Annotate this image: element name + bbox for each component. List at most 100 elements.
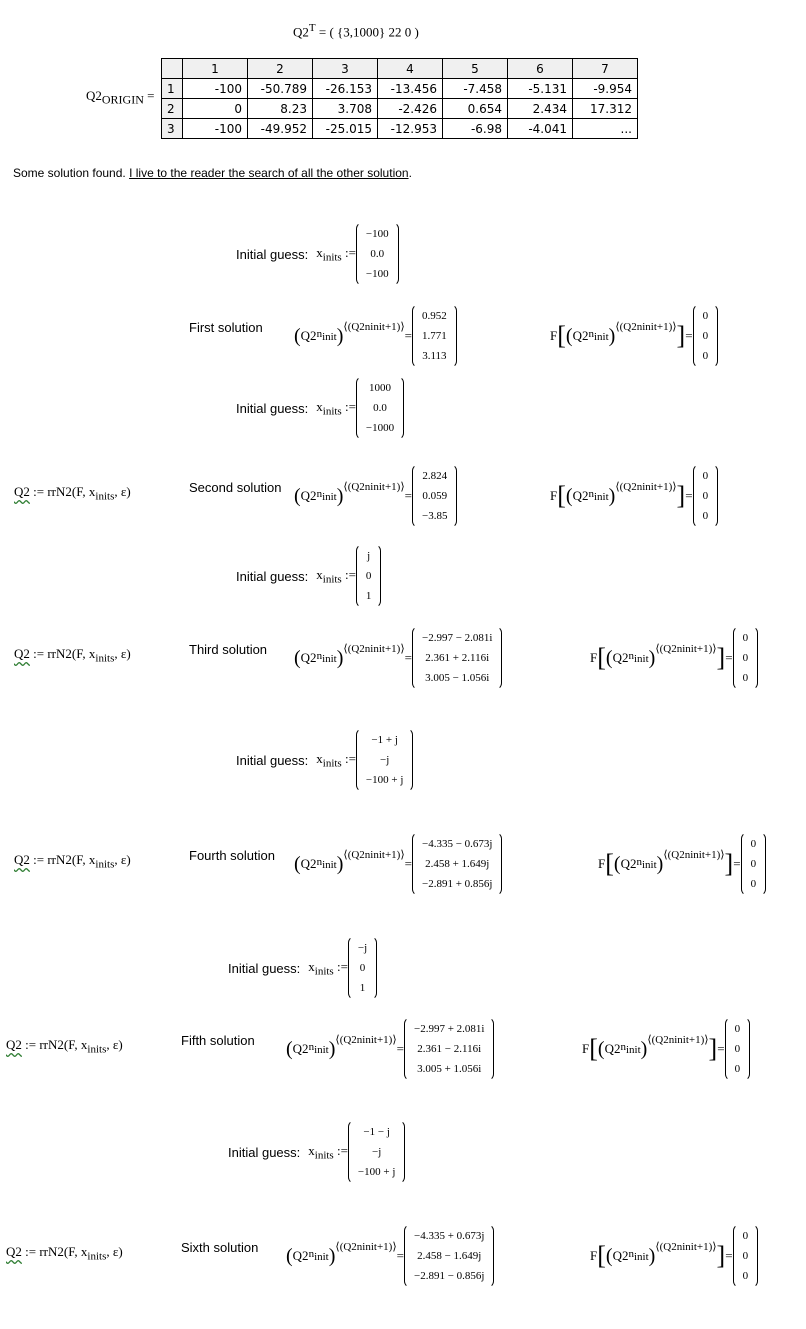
n-init-subscript: ninit xyxy=(317,650,337,665)
matrix-entry: 2.361 + 2.116i xyxy=(425,652,490,664)
initial-guess-label: Initial guess: xyxy=(236,752,309,768)
matrix-right-bracket xyxy=(743,1017,751,1081)
matrix-left-bracket xyxy=(411,626,419,690)
rrn2-call: := rrN2(F, x xyxy=(29,646,96,661)
matrix-entry: 1000 xyxy=(369,382,392,394)
note-text: Some solution found. I live to the reade… xyxy=(13,166,412,180)
open-bracket: [ xyxy=(605,849,614,878)
q2-variable[interactable]: Q2 xyxy=(14,484,30,499)
table-cell: -25.015 xyxy=(312,118,378,139)
q2-variable[interactable]: Q2 xyxy=(14,852,30,867)
init-subscript: init xyxy=(633,653,649,666)
matrix-entry: −1 − j xyxy=(363,1126,390,1138)
origin-subscript: ORIGIN xyxy=(101,92,144,107)
matrix-entry: −4.335 + 0.673j xyxy=(413,1230,485,1242)
row-header: 2 xyxy=(161,98,183,119)
solution-label: Second solution xyxy=(189,480,282,495)
matrix-right-bracket xyxy=(397,376,405,440)
rrn2-call-tail: , ε) xyxy=(114,852,131,867)
matrix-right-bracket xyxy=(487,1224,495,1288)
column-superscript: ⟨(Q2ninit+1)⟩ xyxy=(343,848,405,861)
matrix-entry: −2.891 + 0.856j xyxy=(421,878,493,890)
open-paren: ( xyxy=(294,852,301,875)
assign-operator: := xyxy=(333,1142,348,1158)
matrix-left-bracket xyxy=(724,1017,732,1081)
n-symbol: n xyxy=(628,1248,634,1261)
matrix-right-bracket xyxy=(751,626,759,690)
matrix-right-bracket xyxy=(450,464,458,528)
assign-operator: := xyxy=(333,958,348,974)
x-inits-variable: xinits := xyxy=(316,399,356,418)
matrix-entry: −100 xyxy=(365,228,389,240)
matrix-entry: 2.458 − 1.649j xyxy=(417,1250,482,1262)
n-symbol: n xyxy=(636,856,642,869)
note-link[interactable]: I live to the reader the search of all t… xyxy=(129,166,409,180)
rrn2-call-tail: , ε) xyxy=(114,484,131,499)
equals-sign: = xyxy=(404,328,412,343)
q2-transpose-expression: Q2T = ( {3,1000} 22 0 ) xyxy=(293,22,419,40)
matrix-entry: −100 + j xyxy=(357,1166,396,1178)
equals-sign: = xyxy=(725,650,733,665)
x-inits-variable: xinits := xyxy=(308,959,348,978)
f-function: F xyxy=(590,650,598,665)
q2-assignment: Q2 := rrN2(F, xinits, ε) xyxy=(6,1244,123,1263)
q2-origin-label: Q2ORIGIN = xyxy=(86,88,154,108)
q2-variable[interactable]: Q2 xyxy=(6,1244,22,1259)
initial-guess-label: Initial guess: xyxy=(228,960,301,976)
matrix-entry: 1 xyxy=(359,982,366,994)
matrix-left-bracket xyxy=(692,304,700,368)
matrix-entry: 0.0 xyxy=(373,402,387,414)
q2-origin-table[interactable]: 1 2 3 4 5 6 7 1 -100 -50.789 -26.153 -13… xyxy=(161,58,638,139)
inits-subscript: inits xyxy=(322,405,342,418)
n-symbol: n xyxy=(308,1041,315,1054)
matrix-entry: −2.997 − 2.081i xyxy=(421,632,493,644)
column-header: 5 xyxy=(442,58,508,79)
matrix-entry: 2.824 xyxy=(422,470,448,482)
equals-sign: = xyxy=(147,88,155,103)
transpose-superscript: T xyxy=(308,22,316,34)
column-superscript: ⟨(Q2ninit+1)⟩ xyxy=(655,1240,717,1253)
column-superscript: ⟨(Q2ninit+1)⟩ xyxy=(343,642,405,655)
n-init-subscript: ninit xyxy=(317,488,337,503)
n-symbol: n xyxy=(628,650,634,663)
q2-symbol: Q2 xyxy=(300,650,317,665)
q2-variable[interactable]: Q2 xyxy=(6,1037,22,1052)
matrix-entry: 0.059 xyxy=(422,490,448,502)
matrix-entry: −100 xyxy=(365,268,389,280)
table-cell: 8.23 xyxy=(247,98,313,119)
table-cell: -12.953 xyxy=(377,118,443,139)
n-symbol: n xyxy=(620,1041,626,1054)
table-cell: -6.98 xyxy=(442,118,508,139)
init-subscript: init xyxy=(314,1044,329,1057)
matrix-entry: −2.891 − 0.856j xyxy=(413,1270,485,1282)
matrix-entry: 3.113 xyxy=(422,350,447,362)
equals-sign: = xyxy=(685,328,693,343)
close-paren: ) xyxy=(336,484,344,507)
matrix-right-bracket xyxy=(370,936,378,1000)
open-paren: ( xyxy=(286,1037,293,1060)
init-subscript: init xyxy=(593,331,609,344)
equals-sign: = xyxy=(725,1248,733,1263)
q2-symbol: Q2 xyxy=(300,488,317,503)
n-init-subscript: ninit xyxy=(317,856,337,871)
q2-symbol: Q2 xyxy=(293,24,309,40)
x-inits-variable: xinits := xyxy=(316,751,356,770)
column-superscript: ⟨(Q2ninit+1)⟩ xyxy=(343,480,405,493)
q2-variable[interactable]: Q2 xyxy=(14,646,30,661)
rrn2-call: := rrN2(F, x xyxy=(21,1244,88,1259)
matrix-right-bracket xyxy=(406,728,414,792)
close-paren: ) xyxy=(608,484,616,507)
matrix-left-bracket xyxy=(411,304,419,368)
matrix-entry: 0 xyxy=(702,510,709,522)
